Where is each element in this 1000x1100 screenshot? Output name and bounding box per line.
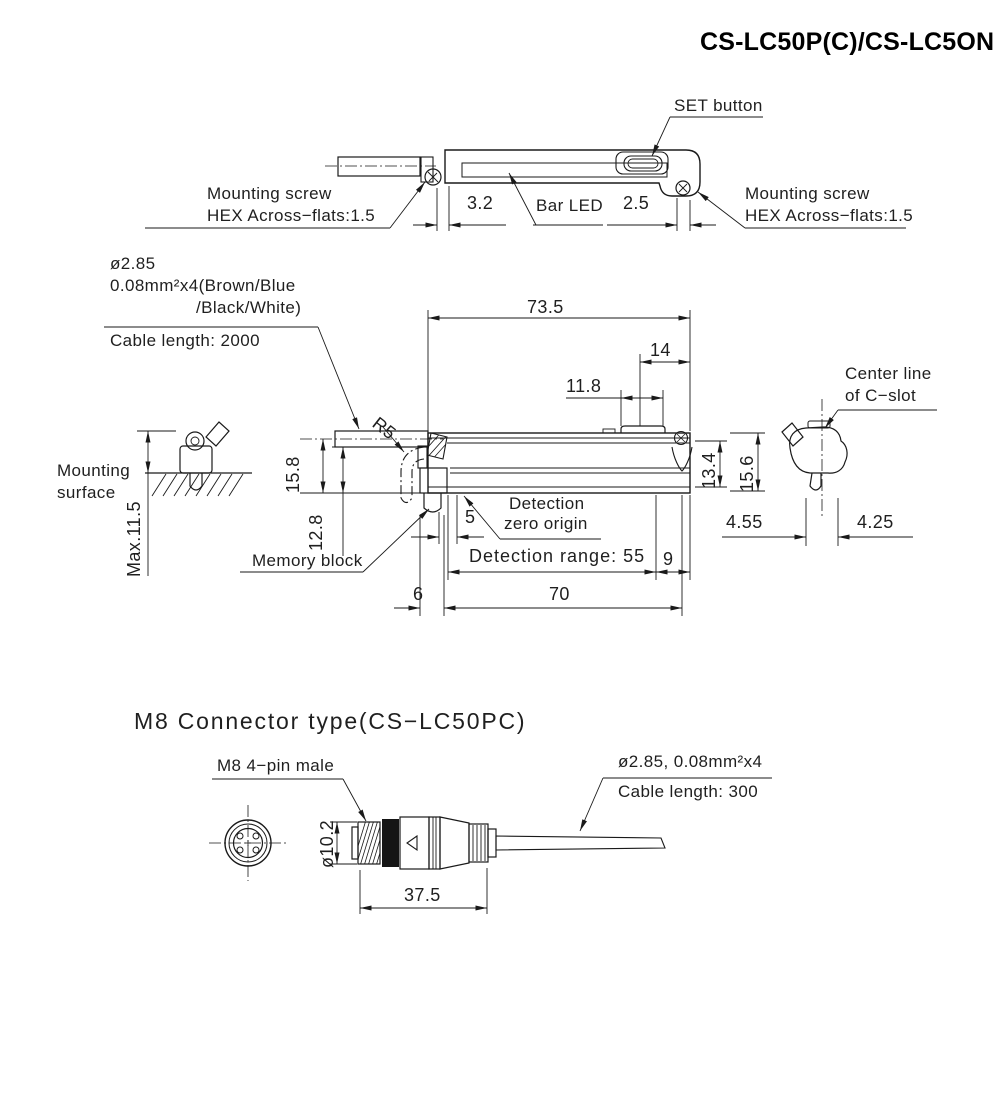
cable-length-label: Cable length: 2000 — [110, 331, 260, 350]
mounting-screw-left-spec: HEX Across−flats:1.5 — [207, 206, 376, 225]
cable-wires-label: 0.08mm²x4(Brown/Blue — [110, 276, 296, 295]
connector-cable-shape — [495, 835, 666, 851]
sensor-body — [427, 432, 691, 494]
zero-origin-label-2: zero origin — [504, 514, 588, 533]
side-view-drawing — [104, 310, 937, 616]
orientation-triangle-icon — [406, 834, 418, 852]
dim-2-5: 2.5 — [623, 193, 650, 213]
connector-end-view — [209, 805, 287, 881]
zero-origin-label: Detection — [509, 494, 585, 513]
bar-led-label: Bar LED — [536, 196, 604, 215]
mounting-screw-right-spec: HEX Across−flats:1.5 — [745, 206, 914, 225]
center-line-label-2: of C−slot — [845, 386, 917, 405]
cable-wires-label-2: /Black/White) — [196, 298, 302, 317]
dim-max-11-5: Max.11.5 — [124, 501, 144, 577]
mounting-screw-right-shape — [675, 180, 691, 196]
dim-6: 6 — [413, 584, 424, 604]
knurled-ring — [382, 819, 399, 867]
dim-10-2: ø10.2 — [317, 819, 337, 868]
dim-73-5: 73.5 — [527, 297, 564, 317]
dim-70: 70 — [549, 584, 570, 604]
memory-block-label: Memory block — [252, 551, 363, 570]
cable-diameter-label: ø2.85 — [110, 254, 156, 273]
m8-pin-label: M8 4−pin male — [217, 756, 335, 775]
dim-12-8: 12.8 — [306, 514, 326, 551]
mounting-screw-left-label: Mounting screw — [207, 184, 332, 203]
dim-37-5: 37.5 — [404, 885, 441, 905]
detection-range-label: Detection range: 55 — [469, 546, 646, 566]
page-title: CS-LC50P(C)/CS-LC5ON — [700, 28, 995, 56]
connector-cable-length: Cable length: 300 — [618, 782, 759, 801]
dim-4-55: 4.55 — [726, 512, 763, 532]
connector-section-heading: M8 Connector type(CS−LC50PC) — [134, 708, 527, 734]
dim-15-8: 15.8 — [283, 456, 303, 493]
dim-13-4: 13.4 — [699, 452, 719, 489]
dim-3-2: 3.2 — [467, 193, 494, 213]
set-button-recess — [615, 151, 669, 175]
mounting-surface-label: Mounting — [57, 461, 131, 480]
dim-15-6: 15.6 — [737, 455, 757, 492]
memory-block-shape — [419, 467, 448, 494]
set-button-label: SET button — [674, 96, 763, 115]
set-button-shape — [623, 155, 663, 172]
bent-cable-shape — [400, 446, 425, 504]
surface-hatching — [151, 473, 244, 497]
mounting-surface-label-2: surface — [57, 483, 116, 502]
dim-5: 5 — [465, 507, 476, 527]
dim-14: 14 — [650, 340, 671, 360]
connector-side-view — [351, 816, 666, 870]
dim-4-25: 4.25 — [857, 512, 894, 532]
dim-9: 9 — [663, 549, 674, 569]
center-line-label: Center line — [845, 364, 932, 383]
connector-cable-spec: ø2.85, 0.08mm²x4 — [618, 752, 763, 771]
dim-11-8: 11.8 — [566, 376, 602, 396]
connector-drawing — [209, 777, 772, 914]
top-view-drawing — [145, 116, 906, 231]
mounting-screw-right-label: Mounting screw — [745, 184, 870, 203]
left-section-part — [179, 421, 230, 491]
right-section-part — [781, 420, 848, 491]
